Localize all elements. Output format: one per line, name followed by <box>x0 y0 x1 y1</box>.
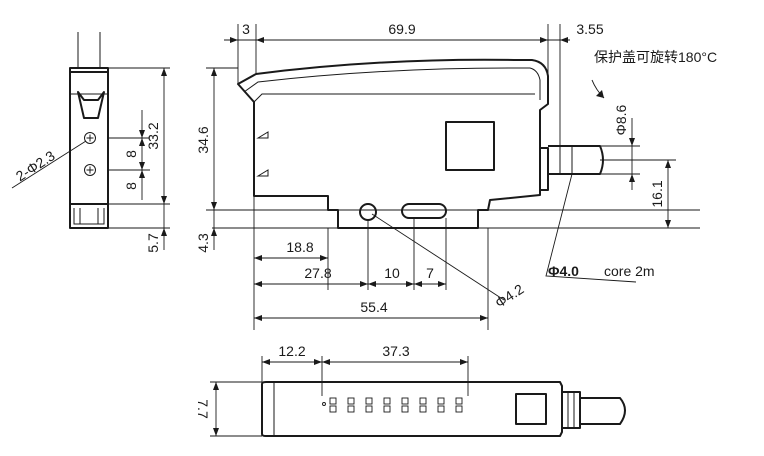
base-rail <box>212 209 700 229</box>
hole-diameter-label: Φ4.2 <box>492 281 527 311</box>
bottom-view <box>210 356 626 437</box>
screw-icon <box>84 164 96 176</box>
bottom-height-label: 7.7 <box>195 399 211 419</box>
dist-18-8-label: 18.8 <box>286 239 313 255</box>
top-left-offset-label: 3 <box>242 21 250 37</box>
side-connector-pins <box>73 208 105 225</box>
dist-10-label: 10 <box>384 265 400 281</box>
bottom-window <box>515 393 547 425</box>
dist-7-label: 7 <box>426 265 434 281</box>
side-latch-plate <box>77 91 105 119</box>
screw-icon <box>84 132 96 144</box>
side-height-label: 33.2 <box>145 122 161 149</box>
digit-display <box>322 397 463 413</box>
mount-hole <box>359 203 377 221</box>
bottom-body <box>261 381 563 437</box>
indicator-icon <box>256 131 269 177</box>
cover-note: 保护盖可旋转180°C <box>594 49 717 65</box>
cable-diameter-label: Φ8.6 <box>613 104 629 135</box>
side-stem <box>77 32 101 68</box>
side-latch <box>69 71 109 88</box>
side-connector <box>69 204 109 229</box>
side-view <box>11 32 170 250</box>
front-housing <box>237 58 549 229</box>
cable <box>548 145 604 175</box>
right-offset-label: 3.55 <box>576 21 603 37</box>
cover-inner <box>243 67 541 103</box>
display-length-label: 37.3 <box>382 343 409 359</box>
hole-pitch-bottom-label: 8 <box>123 182 139 190</box>
core-note-label: core 2m <box>604 263 655 279</box>
cable-ribs <box>559 146 573 174</box>
height-total-label: 34.6 <box>195 126 211 153</box>
overall-length-label: 69.9 <box>388 21 415 37</box>
cable-height-label: 16.1 <box>649 180 665 207</box>
base-offset-label: 4.3 <box>195 233 211 253</box>
hole-callout-label: 2-Φ2.3 <box>13 147 58 184</box>
mount-slot <box>401 203 447 219</box>
side-body <box>69 67 109 205</box>
cable-gland <box>540 147 549 191</box>
display-window <box>445 121 495 171</box>
bottom-cable-gland <box>562 391 581 429</box>
hole-pitch-top-label: 8 <box>123 150 139 158</box>
dist-55-4-label: 55.4 <box>360 299 387 315</box>
side-bottom-label: 5.7 <box>145 233 161 253</box>
bottom-offset-label: 12.2 <box>278 343 305 359</box>
core-callout-label: Φ4.0 <box>548 263 579 279</box>
front-view <box>206 24 700 330</box>
bottom-cable-ribs <box>567 392 575 428</box>
bottom-cable <box>580 397 626 425</box>
dist-27-8-label: 27.8 <box>304 265 331 281</box>
